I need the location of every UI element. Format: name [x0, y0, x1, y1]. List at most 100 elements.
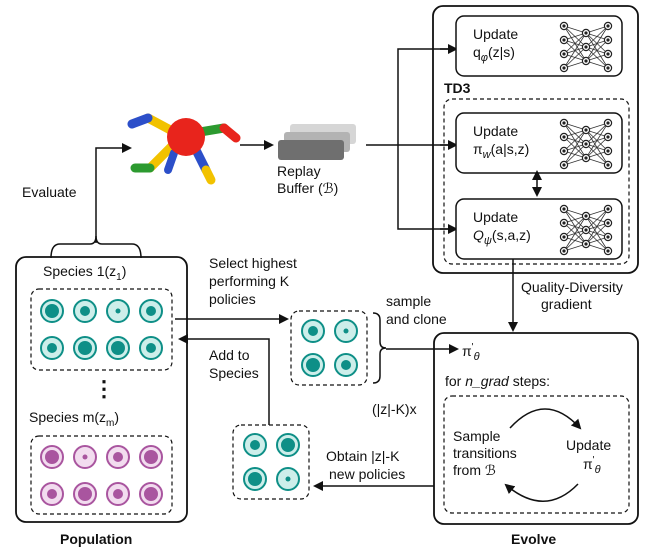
- buffer-to-td3-arrows: [366, 48, 456, 230]
- policy-dot: [47, 489, 57, 499]
- nn-edge: [585, 208, 609, 231]
- policy-dot: [146, 306, 156, 316]
- add-label-2: Species: [209, 365, 259, 381]
- nn-edge: [563, 215, 587, 238]
- nn-node-center: [562, 24, 566, 28]
- nn-node-center: [584, 128, 588, 132]
- evolve-label: Evolve: [511, 531, 556, 547]
- policy-dot: [285, 476, 291, 482]
- policy-dot: [341, 360, 351, 370]
- q-psi-update: Update: [473, 209, 518, 225]
- nn-node-center: [606, 66, 610, 70]
- cycle-arrow-top: [509, 408, 582, 430]
- add-label-1: Add to: [209, 347, 250, 363]
- sample-transitions-1: Sample: [453, 428, 501, 444]
- nn-edge: [585, 122, 609, 159]
- new-policies-group: [232, 424, 310, 500]
- pi-w-box: Update πw(a|s,z): [455, 112, 623, 174]
- sample-label-2: and clone: [386, 311, 447, 327]
- selected-group: [290, 310, 368, 386]
- nn-node-center: [584, 228, 588, 232]
- robot-icon: [127, 113, 241, 185]
- nn-node-center: [562, 121, 566, 125]
- robot-body: [167, 118, 205, 156]
- evolve-box: [433, 332, 639, 525]
- sample-transitions-2: transitions: [453, 445, 517, 461]
- species-m-label: Species m(zm): [29, 409, 119, 429]
- nn-edge: [585, 25, 609, 48]
- pi-w-label: πw(a|s,z): [473, 141, 529, 161]
- policy-dot: [113, 452, 123, 462]
- nn-node-center: [606, 163, 610, 167]
- obtain-label-2: new policies: [329, 466, 405, 482]
- nn-node-center: [562, 249, 566, 253]
- q-phi-box: Update qφ(z|s): [455, 15, 623, 77]
- cycle-arrow-bottom: [504, 483, 579, 502]
- neural-net-icon: [559, 204, 613, 256]
- for-ngrad-label: for n_grad steps:: [445, 373, 550, 389]
- nn-node-center: [562, 66, 566, 70]
- new-policy-cells: [243, 433, 300, 491]
- nn-edge: [563, 215, 587, 252]
- q-phi-update: Update: [473, 26, 518, 42]
- policy-dot: [250, 440, 260, 450]
- policy-dot: [115, 308, 121, 314]
- nn-edge: [563, 129, 587, 166]
- nn-edge: [563, 143, 587, 166]
- population-label: Population: [60, 531, 132, 547]
- sample-transitions-3: from ℬ: [453, 462, 496, 478]
- policy-dot: [281, 438, 295, 452]
- ellipsis: ⋮: [93, 376, 115, 401]
- nn-node-center: [606, 221, 610, 225]
- nn-edge: [585, 136, 609, 159]
- td3-inner-dashed: [443, 98, 630, 265]
- sample-brace: [372, 312, 387, 384]
- multiplier-label: (|z|-K)x: [372, 401, 417, 417]
- update-pi-symbol: π'θ: [583, 455, 601, 476]
- nn-node-center: [584, 142, 588, 146]
- nn-edge: [585, 222, 609, 245]
- policy-dot: [248, 472, 262, 486]
- select-label-1: Select highest: [209, 255, 297, 271]
- policy-dot: [146, 343, 156, 353]
- neural-net-icon: [559, 21, 613, 73]
- nn-node-center: [562, 207, 566, 211]
- policy-dot: [306, 358, 320, 372]
- nn-node-center: [562, 235, 566, 239]
- nn-node-center: [562, 38, 566, 42]
- pi-w-update: Update: [473, 123, 518, 139]
- policy-dot: [144, 487, 158, 501]
- obtain-label-1: Obtain |z|-K: [326, 448, 400, 464]
- nn-edge: [563, 129, 587, 152]
- update-pi-label: Update: [566, 437, 611, 453]
- replay-buffer-icon: [278, 124, 356, 160]
- nn-node-center: [584, 214, 588, 218]
- nn-node-center: [562, 52, 566, 56]
- q-psi-label: Qψ(s,a,z): [473, 227, 531, 247]
- evaluate-brace: [50, 235, 142, 259]
- nn-node-center: [606, 207, 610, 211]
- policy-dot: [343, 328, 349, 334]
- evaluate-arrow: [95, 143, 132, 243]
- nn-node-center: [606, 52, 610, 56]
- policy-dot: [111, 341, 125, 355]
- nn-node-center: [606, 249, 610, 253]
- nn-node-center: [584, 242, 588, 246]
- species-m-group: [30, 435, 173, 515]
- species-m-cells: [40, 445, 163, 506]
- nn-edge: [585, 39, 609, 62]
- nn-node-center: [606, 149, 610, 153]
- nn-node-center: [606, 38, 610, 42]
- policy-dot: [308, 326, 318, 336]
- select-label-2: performing K: [209, 273, 290, 289]
- nn-node-center: [562, 135, 566, 139]
- nn-edge: [585, 122, 609, 145]
- nn-node-center: [562, 149, 566, 153]
- policy-dot: [82, 454, 88, 460]
- nn-node-center: [584, 45, 588, 49]
- policy-dot: [47, 343, 57, 353]
- species-1-label: Species 1(z1): [43, 263, 126, 283]
- nn-edge: [563, 32, 587, 55]
- nn-edge: [585, 208, 609, 245]
